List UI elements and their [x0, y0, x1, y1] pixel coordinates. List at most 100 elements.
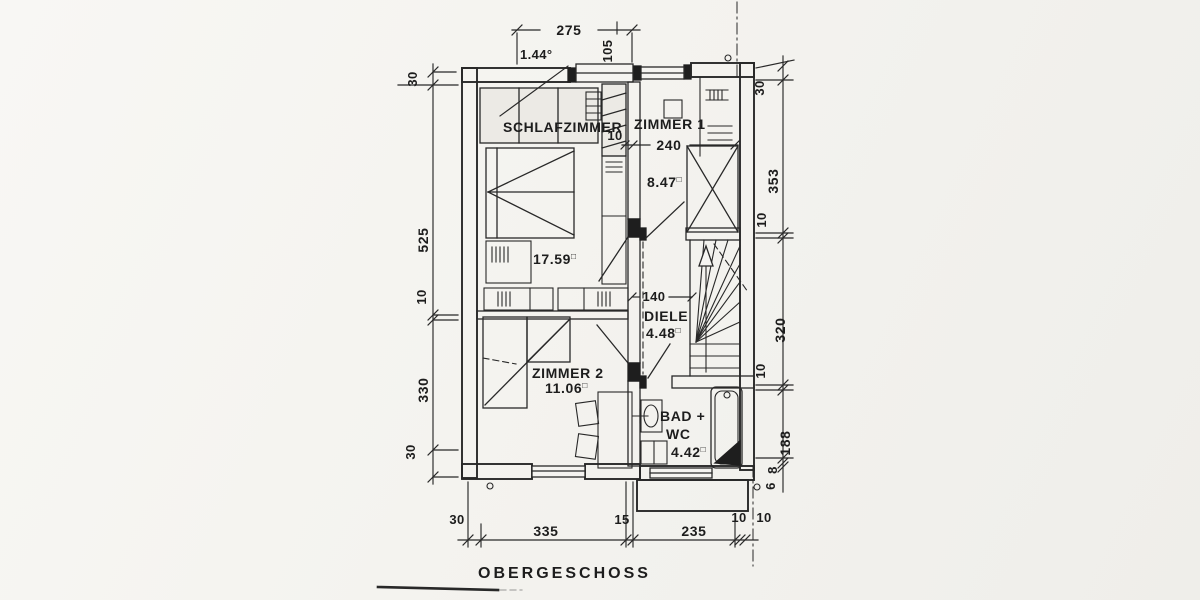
window-jamb — [632, 65, 642, 81]
dim-diele: 140 — [627, 289, 697, 304]
room-label-schlafzimmer: SCHLAFZIMMER — [503, 119, 622, 135]
title-underline — [376, 585, 500, 592]
dim-left-wall-top: 30 — [405, 71, 420, 86]
balcony — [636, 479, 749, 512]
dim-right-small-b: 6 — [763, 482, 778, 490]
dim-top-note: 1.44° — [520, 47, 553, 62]
closet-strip — [601, 155, 627, 285]
dim-bottom-gap2: 10 — [756, 510, 771, 525]
area-schlafzimmer: 17.59□ — [533, 251, 577, 267]
roof-slope-dash — [482, 357, 517, 365]
dim-left-upper: 525 — [415, 227, 431, 252]
bed-extension — [526, 316, 571, 363]
wall-bottom-left — [461, 463, 533, 480]
bathtub-drain — [723, 391, 731, 399]
dim-right-small-a: 8 — [765, 466, 780, 474]
dim-tick — [777, 461, 789, 473]
dim-bottom-gap1: 10 — [731, 510, 746, 525]
leader-line — [499, 65, 569, 117]
survey-point-bottom-left — [486, 482, 494, 490]
dim-tick — [777, 457, 789, 469]
furniture-zimmer2 — [482, 316, 633, 469]
dim-tick — [626, 24, 638, 36]
chimney-hatch — [601, 92, 627, 101]
window-jamb — [567, 67, 577, 83]
drawing-title: OBERGESCHOSS — [478, 565, 651, 582]
wall-schlafzimmer-zimmer2 — [476, 310, 629, 320]
area-bad: 4.42□ — [671, 444, 706, 460]
window-jamb — [683, 64, 692, 80]
survey-point-bottom-right — [753, 483, 761, 491]
wall-hall-lower — [627, 380, 641, 467]
bathtub-shadow — [713, 439, 741, 466]
chair — [574, 433, 600, 460]
bathtub — [710, 386, 743, 469]
dim-right-upper: 353 — [765, 168, 781, 193]
chimney-hatch — [601, 124, 627, 133]
furniture-zimmer1 — [663, 77, 739, 233]
dim-tick — [620, 140, 630, 150]
dim-bottom-main: 335 — [533, 523, 558, 539]
door-leaf-schlafzimmer — [627, 218, 641, 238]
doors — [596, 201, 685, 382]
staircase — [642, 239, 749, 377]
area-value: 11.06 — [545, 380, 582, 396]
dim-left-lower: 330 — [415, 377, 431, 402]
dim-tick — [687, 292, 697, 302]
dim-top-width: 275 — [556, 22, 581, 38]
sqm-symbol: □ — [676, 325, 682, 335]
dim-bottom-wall-left: 30 — [449, 512, 464, 527]
room-label-wc: WC — [666, 426, 691, 442]
area-value: 17.59 — [533, 251, 571, 267]
dim-diele-width: 140 — [643, 289, 666, 304]
wall-hall-upper — [627, 81, 641, 220]
dim-tick — [777, 60, 789, 72]
wall-above-bad — [671, 375, 755, 389]
bath-fixtures — [632, 386, 743, 469]
wardrobe — [479, 87, 599, 144]
stair-tread — [695, 281, 741, 343]
wall-top-right — [690, 62, 755, 78]
room-label-zimmer1: ZIMMER 1 — [634, 116, 706, 132]
door-swing-schlafzimmer — [598, 236, 629, 282]
bed-fold-line — [487, 150, 575, 193]
dim-chain-bottom: 30 335 15 235 10 10 — [449, 481, 771, 548]
area-value: 4.42 — [671, 444, 701, 460]
dim-tick — [628, 140, 638, 150]
dim-bottom-bath: 235 — [681, 523, 706, 539]
door-swing-bad — [647, 343, 671, 379]
room-label-bad: BAD + — [660, 408, 705, 424]
area-value: 4.48 — [646, 325, 676, 341]
stair-tread — [695, 239, 729, 343]
wall-under-zimmer1 — [685, 227, 741, 241]
chair — [574, 400, 600, 427]
bed — [686, 145, 739, 233]
stair-up-arrow — [698, 244, 714, 267]
area-diele: 4.48□ — [646, 325, 681, 341]
bed — [485, 147, 575, 239]
dresser — [485, 240, 532, 284]
furniture-schlafzimmer — [479, 87, 629, 311]
door-swing-zimmer2 — [596, 324, 629, 364]
room-labels: SCHLAFZIMMER 17.59□ ZIMMER 1 8.47□ ZIMME… — [503, 116, 706, 460]
chimney-closet-strip — [601, 83, 627, 285]
dim-zimmer1-width: 240 — [656, 137, 681, 153]
door-jamb — [639, 375, 647, 389]
dim-right-gap2: 10 — [753, 363, 768, 378]
dim-bottom-mid: 15 — [614, 512, 629, 527]
dim-zimmer1: 10 240 — [607, 128, 740, 153]
dim-top-sill: 105 — [600, 40, 615, 63]
door-jamb — [639, 227, 647, 241]
dim-extension — [755, 59, 795, 69]
dim-chain-right: 30 353 10 320 10 188 8 6 — [752, 55, 795, 493]
sqm-symbol: □ — [582, 380, 588, 390]
chimney-hatch — [601, 108, 627, 117]
dim-right-bath: 188 — [777, 430, 793, 455]
stair-handrail-dash — [713, 243, 749, 293]
bed-diagonal — [526, 318, 571, 363]
sqm-symbol: □ — [677, 174, 683, 184]
wall-top-left — [461, 67, 571, 83]
sideboard-left — [483, 287, 554, 311]
sqm-symbol: □ — [571, 251, 577, 261]
